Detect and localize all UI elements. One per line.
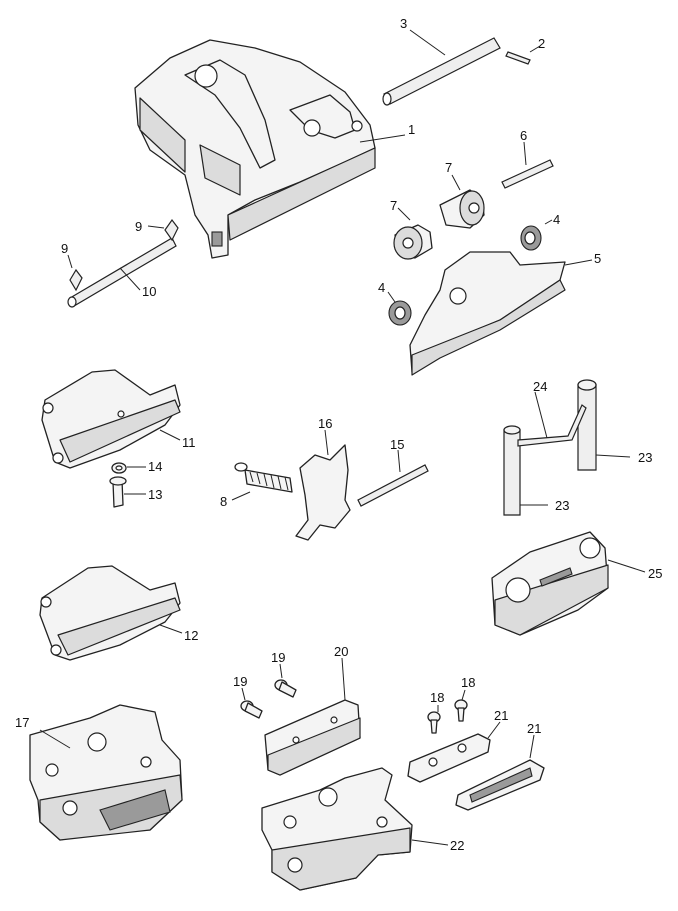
part-4-washer-left (387, 291, 412, 326)
callout-12: 12 (184, 628, 198, 643)
part-15-pin (357, 449, 429, 507)
part-14-washer (111, 462, 146, 474)
callout-23-right: 23 (638, 450, 652, 465)
callout-17: 17 (15, 715, 29, 730)
callout-23-left: 23 (555, 498, 569, 513)
callout-1: 1 (408, 122, 415, 137)
callout-19-bottom: 19 (233, 674, 247, 689)
callout-16: 16 (318, 416, 332, 431)
callout-4-right: 4 (553, 212, 560, 227)
callout-6: 6 (520, 128, 527, 143)
callout-21-upper: 21 (494, 708, 508, 723)
callout-15: 15 (390, 437, 404, 452)
part-2-cotter-pin (505, 45, 541, 65)
callout-9-top: 9 (135, 219, 142, 234)
callout-18-left: 18 (430, 690, 444, 705)
part-19-bolt-top (274, 663, 297, 698)
part-21-plate-upper (407, 721, 501, 783)
callout-11: 11 (182, 435, 196, 450)
callout-5: 5 (594, 251, 601, 266)
callout-22: 22 (450, 838, 464, 853)
callout-18-right: 18 (461, 675, 475, 690)
part-22-plate-assembly (261, 767, 449, 891)
part-21-plate-lower (455, 734, 545, 811)
part-23-post-right (577, 379, 631, 471)
part-3-pin (382, 29, 501, 106)
callout-7-left: 7 (390, 198, 397, 213)
part-19-bolt-bottom (240, 687, 263, 719)
part-9-clip-bottom (67, 254, 83, 292)
callout-8: 8 (220, 494, 227, 509)
part-18-pin-left (427, 705, 441, 734)
callout-13: 13 (148, 487, 162, 502)
part-12-carriage (39, 565, 183, 661)
callout-25: 25 (648, 566, 662, 581)
part-17-plate-assembly (29, 704, 183, 841)
callout-24: 24 (533, 379, 547, 394)
part-11-carriage (41, 369, 181, 469)
part-25-link-block (491, 531, 646, 636)
part-5-latch (409, 251, 593, 376)
part-8-spring (231, 462, 293, 501)
part-18-pin-right (454, 689, 468, 722)
part-1-main-bracket (134, 39, 406, 259)
part-13-bolt (109, 476, 146, 508)
part-9-clip-top (147, 218, 179, 242)
part-23-post-left (503, 425, 548, 516)
part-24-lever (517, 391, 587, 447)
callout-10: 10 (142, 284, 156, 299)
callout-3: 3 (400, 16, 407, 31)
part-7-roller-left (393, 207, 433, 260)
callout-21-lower: 21 (527, 721, 541, 736)
callout-19-top: 19 (271, 650, 285, 665)
part-10-long-pin (67, 237, 177, 308)
callout-9-bottom: 9 (61, 241, 68, 256)
part-7-roller-right (439, 174, 485, 229)
callout-20: 20 (334, 644, 348, 659)
part-20-channel-plate (264, 657, 361, 776)
part-4-washer-right (520, 219, 553, 251)
callout-4-left: 4 (378, 280, 385, 295)
part-16-bracket-plate (295, 429, 351, 541)
callout-2: 2 (538, 36, 545, 51)
part-6-pin (501, 141, 554, 189)
callout-7-right: 7 (445, 160, 452, 175)
callout-14: 14 (148, 459, 162, 474)
